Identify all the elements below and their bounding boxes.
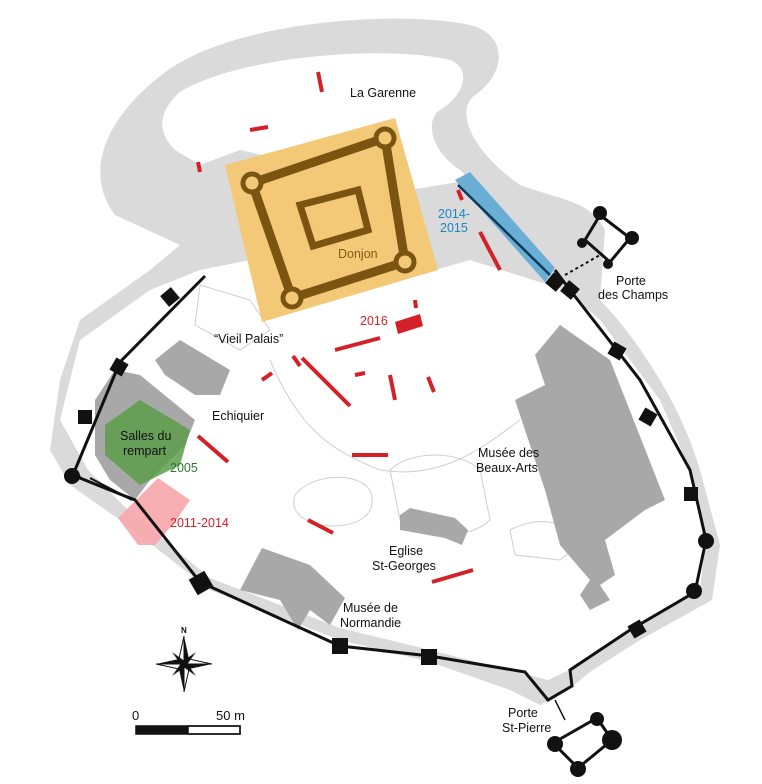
donjon [225, 118, 438, 322]
wall-towers [64, 272, 714, 665]
label-porte-st-pierre-line1: Porte [508, 706, 538, 720]
excavation-2014 [455, 172, 555, 282]
label-salles-line2: rempart [123, 444, 167, 458]
label-porte-champs-line2: des Champs [598, 288, 668, 302]
label-donjon: Donjon [338, 247, 378, 261]
compass-north-label: N [181, 626, 187, 635]
label-salles-line1: Salles du [120, 429, 171, 443]
label-musee-ba-line2: Beaux-Arts [476, 461, 538, 475]
label-musee-ba-line1: Musée des [478, 446, 539, 460]
fortification-wall [73, 269, 708, 702]
musee-normandie-building [240, 548, 345, 630]
label-porte-st-pierre-line2: St-Pierre [502, 721, 551, 735]
excavation-2016-block [395, 314, 423, 334]
excavation-2005 [105, 400, 190, 485]
label-porte-champs-line1: Porte [616, 274, 646, 288]
red-trenches [196, 71, 502, 584]
label-la-garenne: La Garenne [350, 86, 416, 100]
label-2014-line2: 2015 [440, 221, 468, 235]
label-musee-norm-line1: Musée de [343, 601, 398, 615]
label-echiquier: Echiquier [212, 409, 264, 423]
excavation-2011 [118, 478, 190, 545]
scale-start: 0 [132, 708, 139, 723]
label-2011-2014: 2011-2014 [170, 516, 229, 530]
label-2014-line1: 2014- [438, 207, 470, 221]
musee-beaux-arts-building [515, 325, 665, 610]
porte-st-pierre-tower [547, 699, 622, 777]
porte-des-champs-tower [564, 206, 639, 276]
scale-end: 50 m [216, 708, 245, 723]
scale-bar: 0 50 m [132, 708, 245, 735]
label-eglise-line1: Eglise [389, 544, 423, 558]
label-vieil-palais: “Vieil Palais” [214, 332, 283, 346]
label-eglise-line2: St-Georges [372, 559, 436, 573]
compass-rose-icon: N [155, 626, 213, 693]
label-musee-norm-line2: Normandie [340, 616, 401, 630]
echiquier-building [155, 340, 230, 395]
map-labels: La Garenne Donjon “Vieil Palais” Echiqui… [120, 86, 668, 735]
label-2005: 2005 [170, 461, 198, 475]
eglise-building [400, 508, 468, 545]
label-2016: 2016 [360, 314, 388, 328]
